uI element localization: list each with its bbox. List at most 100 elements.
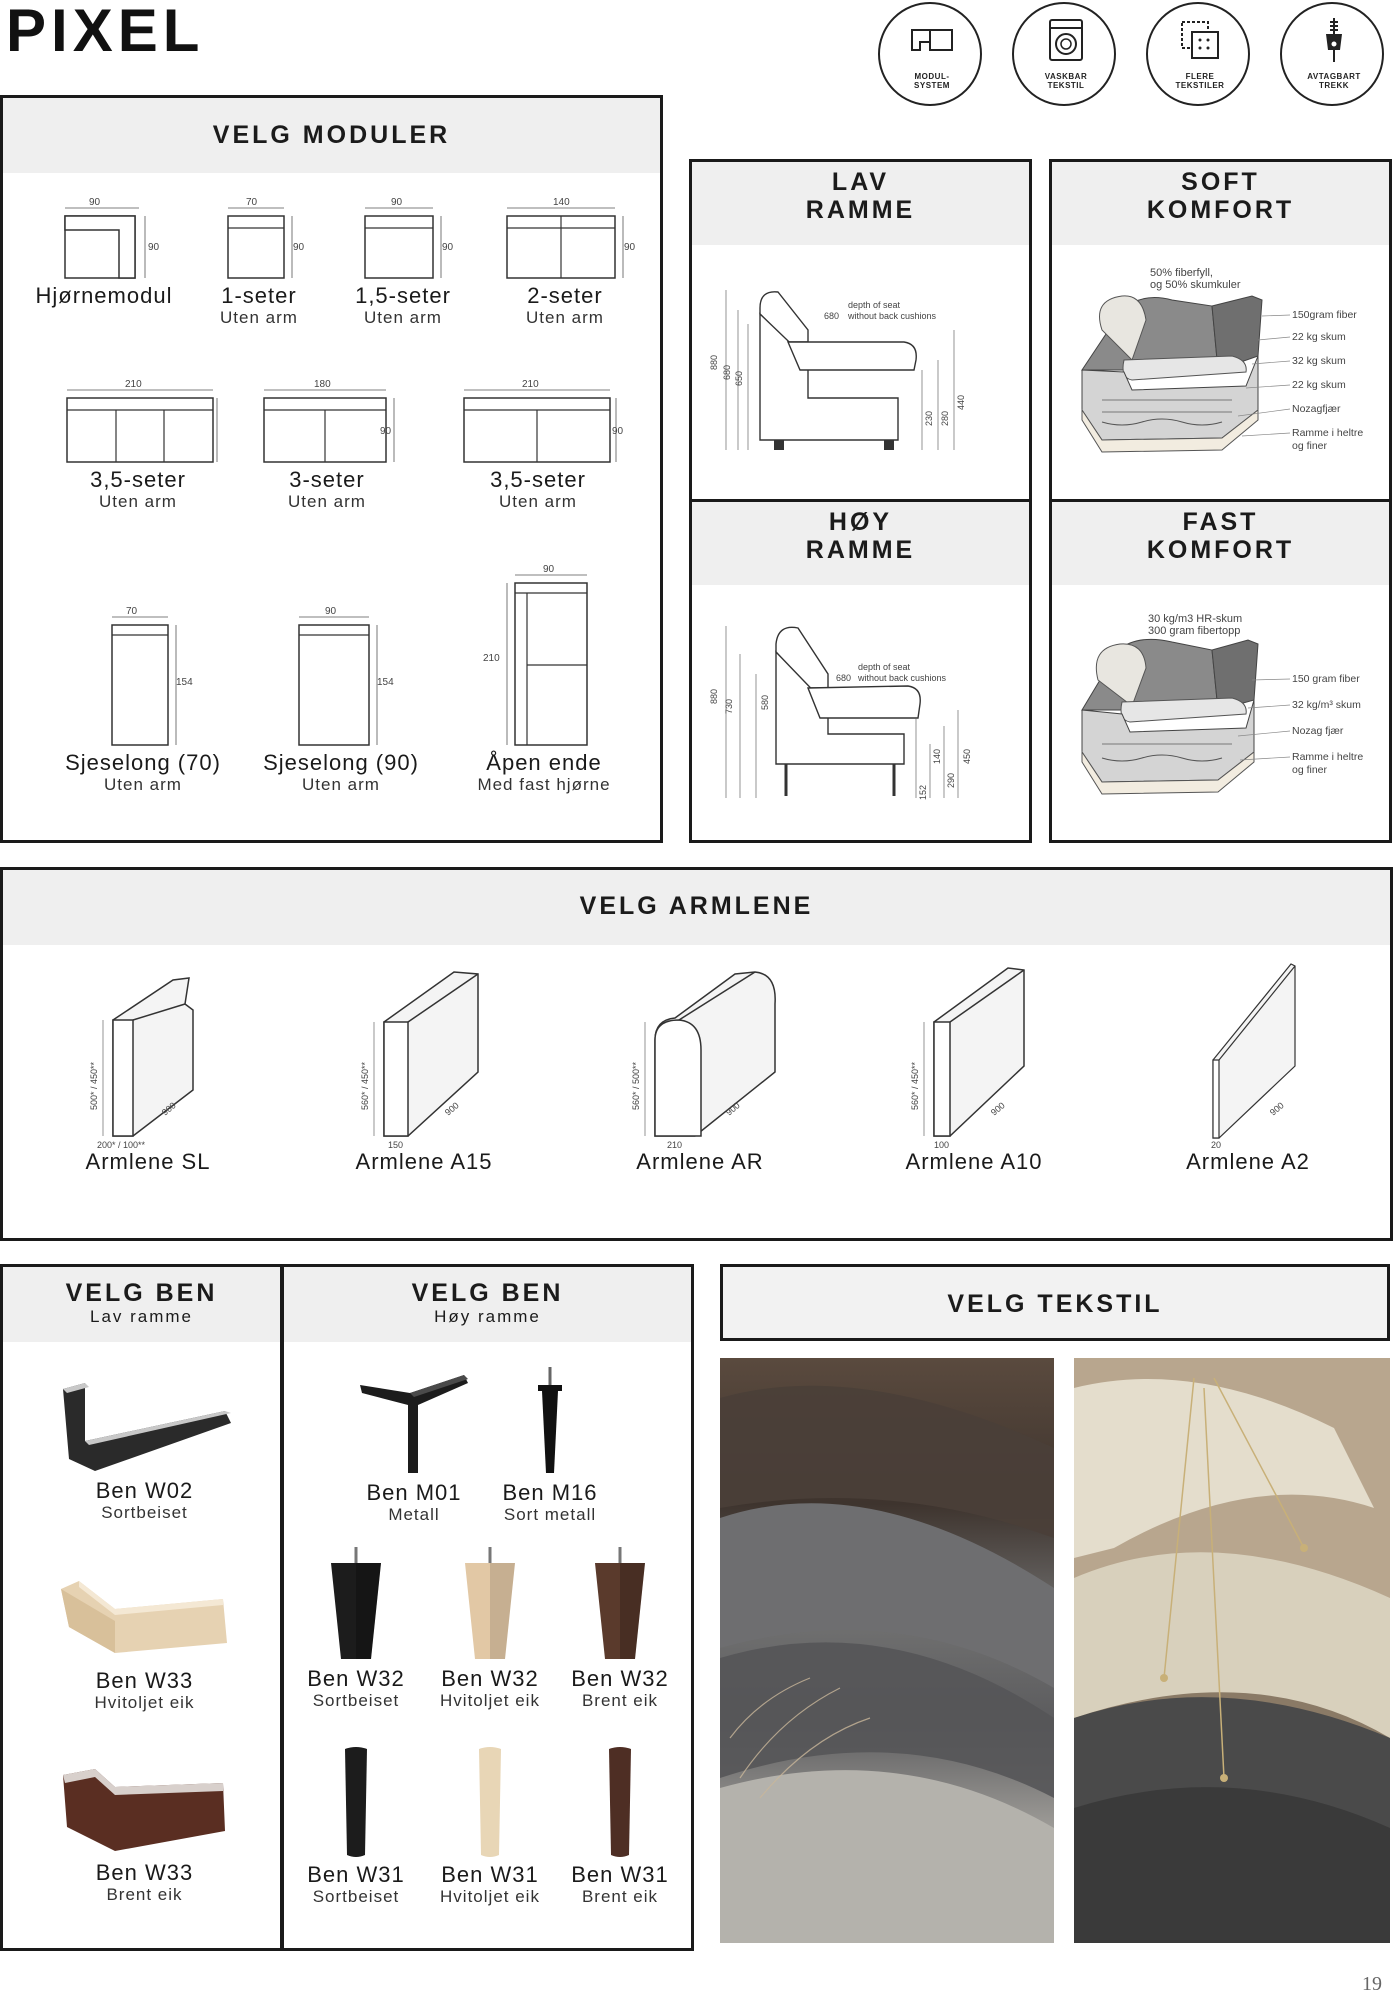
soft-komfort-cutaway-diagram: 50% fiberfyll, og 50% skumkuler 150gram …: [1081, 267, 1363, 453]
leg-finish: Hvitoljet eik: [440, 1887, 540, 1906]
svg-text:154: 154: [377, 677, 394, 688]
panel-header: LAV RAMME: [692, 162, 1029, 245]
svg-text:50% fiberfyll,: 50% fiberfyll,: [1150, 267, 1213, 279]
module-hjornemodul[interactable]: 90 90 Hjørnemodul: [19, 194, 189, 308]
panel-header: FAST KOMFORT: [1052, 502, 1389, 585]
panel-header: SOFT KOMFORT: [1052, 162, 1389, 245]
svg-text:450: 450: [962, 749, 972, 764]
corner-leg-image: [62, 1383, 231, 1471]
module-2-seter[interactable]: 140 90 2-seter Uten arm: [485, 194, 645, 328]
module-3-5-seter-b[interactable]: 210 90 3,5-seter Uten arm: [443, 376, 633, 512]
panel-lav-ramme: LAV RAMME 880 680 650 depth of seat with…: [689, 159, 1032, 502]
svg-text:20: 20: [1211, 1140, 1221, 1150]
badge-modul-system: MODUL- SYSTEM: [878, 2, 982, 106]
svg-text:og finer: og finer: [1292, 440, 1328, 452]
fast-komfort-cutaway-diagram: 30 kg/m3 HR-skum 300 gram fibertopp 150 …: [1081, 613, 1363, 795]
leg-w02[interactable]: Ben W02 Sortbeiset: [13, 1379, 276, 1523]
panel-velg-tekstil: VELG TEKSTIL: [720, 1264, 1390, 1341]
brand-logo: PIXEL: [6, 0, 205, 64]
badge-vaskbar: VASKBAR TEKSTIL: [1012, 2, 1116, 106]
module-diagram: 70 154: [111, 606, 193, 746]
module-name: 3,5-seter: [90, 467, 186, 492]
wood-leg-image: [609, 1747, 631, 1857]
leg-w32-brent[interactable]: Ben W32 Brent eik: [554, 1547, 686, 1711]
badge-label: VASKBAR TEKSTIL: [1044, 72, 1088, 90]
svg-text:880: 880: [709, 689, 719, 704]
leg-name: Ben W32: [307, 1666, 405, 1691]
svg-text:650: 650: [734, 371, 744, 386]
svg-text:90: 90: [543, 564, 555, 575]
svg-text:22 kg skum: 22 kg skum: [1292, 331, 1346, 343]
svg-text:200* / 100**: 200* / 100**: [97, 1140, 146, 1150]
module-diagram: 90 210: [483, 564, 588, 746]
svg-text:without back cushions: without back cushions: [847, 311, 937, 321]
armrest-ar[interactable]: 560* / 500** 900 210 Armlene AR: [615, 960, 785, 1174]
leg-w32-hvitoljet[interactable]: Ben W32 Hvitoljet eik: [424, 1547, 556, 1711]
module-3-5-seter[interactable]: 210 3,5-seter Uten arm: [43, 376, 233, 512]
leg-finish: Sort metall: [503, 1505, 597, 1524]
svg-text:100: 100: [934, 1140, 949, 1150]
module-1-5-seter[interactable]: 90 90 1,5-seter Uten arm: [335, 194, 471, 328]
leg-w31-brent[interactable]: Ben W31 Brent eik: [554, 1745, 686, 1907]
lav-ramme-profile-diagram: 880 680 650 depth of seat without back c…: [709, 290, 966, 450]
fabric-photo-dark-grey[interactable]: [720, 1358, 1054, 1943]
module-name: Åpen ende: [486, 750, 602, 775]
svg-text:560* / 500**: 560* / 500**: [631, 1061, 641, 1110]
panel-velg-ben-hoy: VELG BEN Høy ramme Ben M01 Metall Ben M1…: [281, 1264, 694, 1951]
module-subtitle: Uten arm: [499, 492, 577, 511]
leg-name: Ben M01: [366, 1480, 462, 1505]
leg-m16[interactable]: Ben M16 Sort metall: [480, 1365, 620, 1525]
armrest-a2[interactable]: 900 20 Armlene A2: [1163, 960, 1333, 1174]
panel-title-line-1: LAV: [831, 168, 890, 196]
leg-m01[interactable]: Ben M01 Metall: [344, 1365, 484, 1525]
svg-text:32 kg/m³ skum: 32 kg/m³ skum: [1292, 699, 1361, 711]
leg-name: Ben W33: [95, 1668, 194, 1693]
leg-w31-sort[interactable]: Ben W31 Sortbeiset: [290, 1745, 422, 1907]
washing-machine-icon: [1049, 19, 1083, 61]
leg-w31-hvitoljet[interactable]: Ben W31 Hvitoljet eik: [424, 1745, 556, 1907]
module-name: 1,5-seter: [355, 283, 451, 308]
svg-text:680: 680: [722, 365, 732, 380]
module-subtitle: Uten arm: [104, 775, 182, 794]
armrest-name: Armlene A10: [905, 1149, 1043, 1174]
svg-text:680: 680: [824, 311, 839, 321]
svg-text:210: 210: [125, 379, 142, 390]
leg-name: Ben M16: [502, 1480, 598, 1505]
fabric-photo-boucle[interactable]: [1074, 1358, 1390, 1943]
badge-label: FLERE TEKSTILER: [1175, 72, 1225, 90]
metal-leg-image: [538, 1367, 562, 1473]
module-1-seter[interactable]: 70 90 1-seter Uten arm: [199, 194, 319, 328]
leg-w33-hvitoljet[interactable]: Ben W33 Hvitoljet eik: [13, 1569, 276, 1713]
svg-text:180: 180: [314, 379, 331, 390]
metal-leg-image: [360, 1375, 468, 1473]
module-diagram: 180 90: [263, 379, 395, 463]
leg-name: Ben W31: [307, 1862, 405, 1887]
module-subtitle: Uten arm: [99, 492, 177, 511]
panel-title: VELG TEKSTIL: [947, 1290, 1163, 1318]
armrest-a15[interactable]: 560* / 450** 900 150 Armlene A15: [339, 960, 509, 1174]
module-3-seter[interactable]: 180 90 3-seter Uten arm: [247, 376, 407, 512]
module-name: Sjeselong (90): [263, 750, 419, 775]
hoy-ramme-profile-diagram: 880 730 580 depth of seat without back c…: [709, 626, 972, 800]
svg-text:og finer: og finer: [1292, 764, 1328, 776]
panel-subtitle: Lav ramme: [89, 1307, 194, 1326]
leg-name: Ben W32: [571, 1666, 669, 1691]
leg-name: Ben W31: [441, 1862, 539, 1887]
svg-text:560* / 450**: 560* / 450**: [910, 1061, 920, 1110]
module-sjeselong-90[interactable]: 90 154 Sjeselong (90) Uten arm: [249, 603, 433, 795]
leg-w32-sort[interactable]: Ben W32 Sortbeiset: [290, 1547, 422, 1711]
armrest-name: Armlene SL: [85, 1149, 211, 1174]
svg-text:90: 90: [148, 242, 159, 253]
zipper-icon: [1326, 18, 1342, 62]
module-diagram: 140 90: [506, 197, 635, 279]
panel-title: VELG ARMLENE: [579, 892, 814, 920]
panel-title: VELG MODULER: [212, 121, 451, 149]
svg-text:Nozagfjær: Nozagfjær: [1292, 403, 1341, 415]
panel-title-line-1: HØY: [828, 508, 893, 536]
module-apen-ende[interactable]: 90 210 Åpen ende Med fast hjørne: [449, 561, 639, 795]
armrest-a10[interactable]: 560* / 450** 900 100 Armlene A10: [889, 960, 1059, 1174]
armrest-name: Armlene A2: [1186, 1149, 1310, 1174]
module-sjeselong-70[interactable]: 70 154 Sjeselong (70) Uten arm: [53, 603, 233, 795]
armrest-sl[interactable]: 500* / 450** 900 200* / 100** Armlene SL: [63, 960, 233, 1174]
leg-w33-brent[interactable]: Ben W33 Brent eik: [13, 1761, 276, 1905]
